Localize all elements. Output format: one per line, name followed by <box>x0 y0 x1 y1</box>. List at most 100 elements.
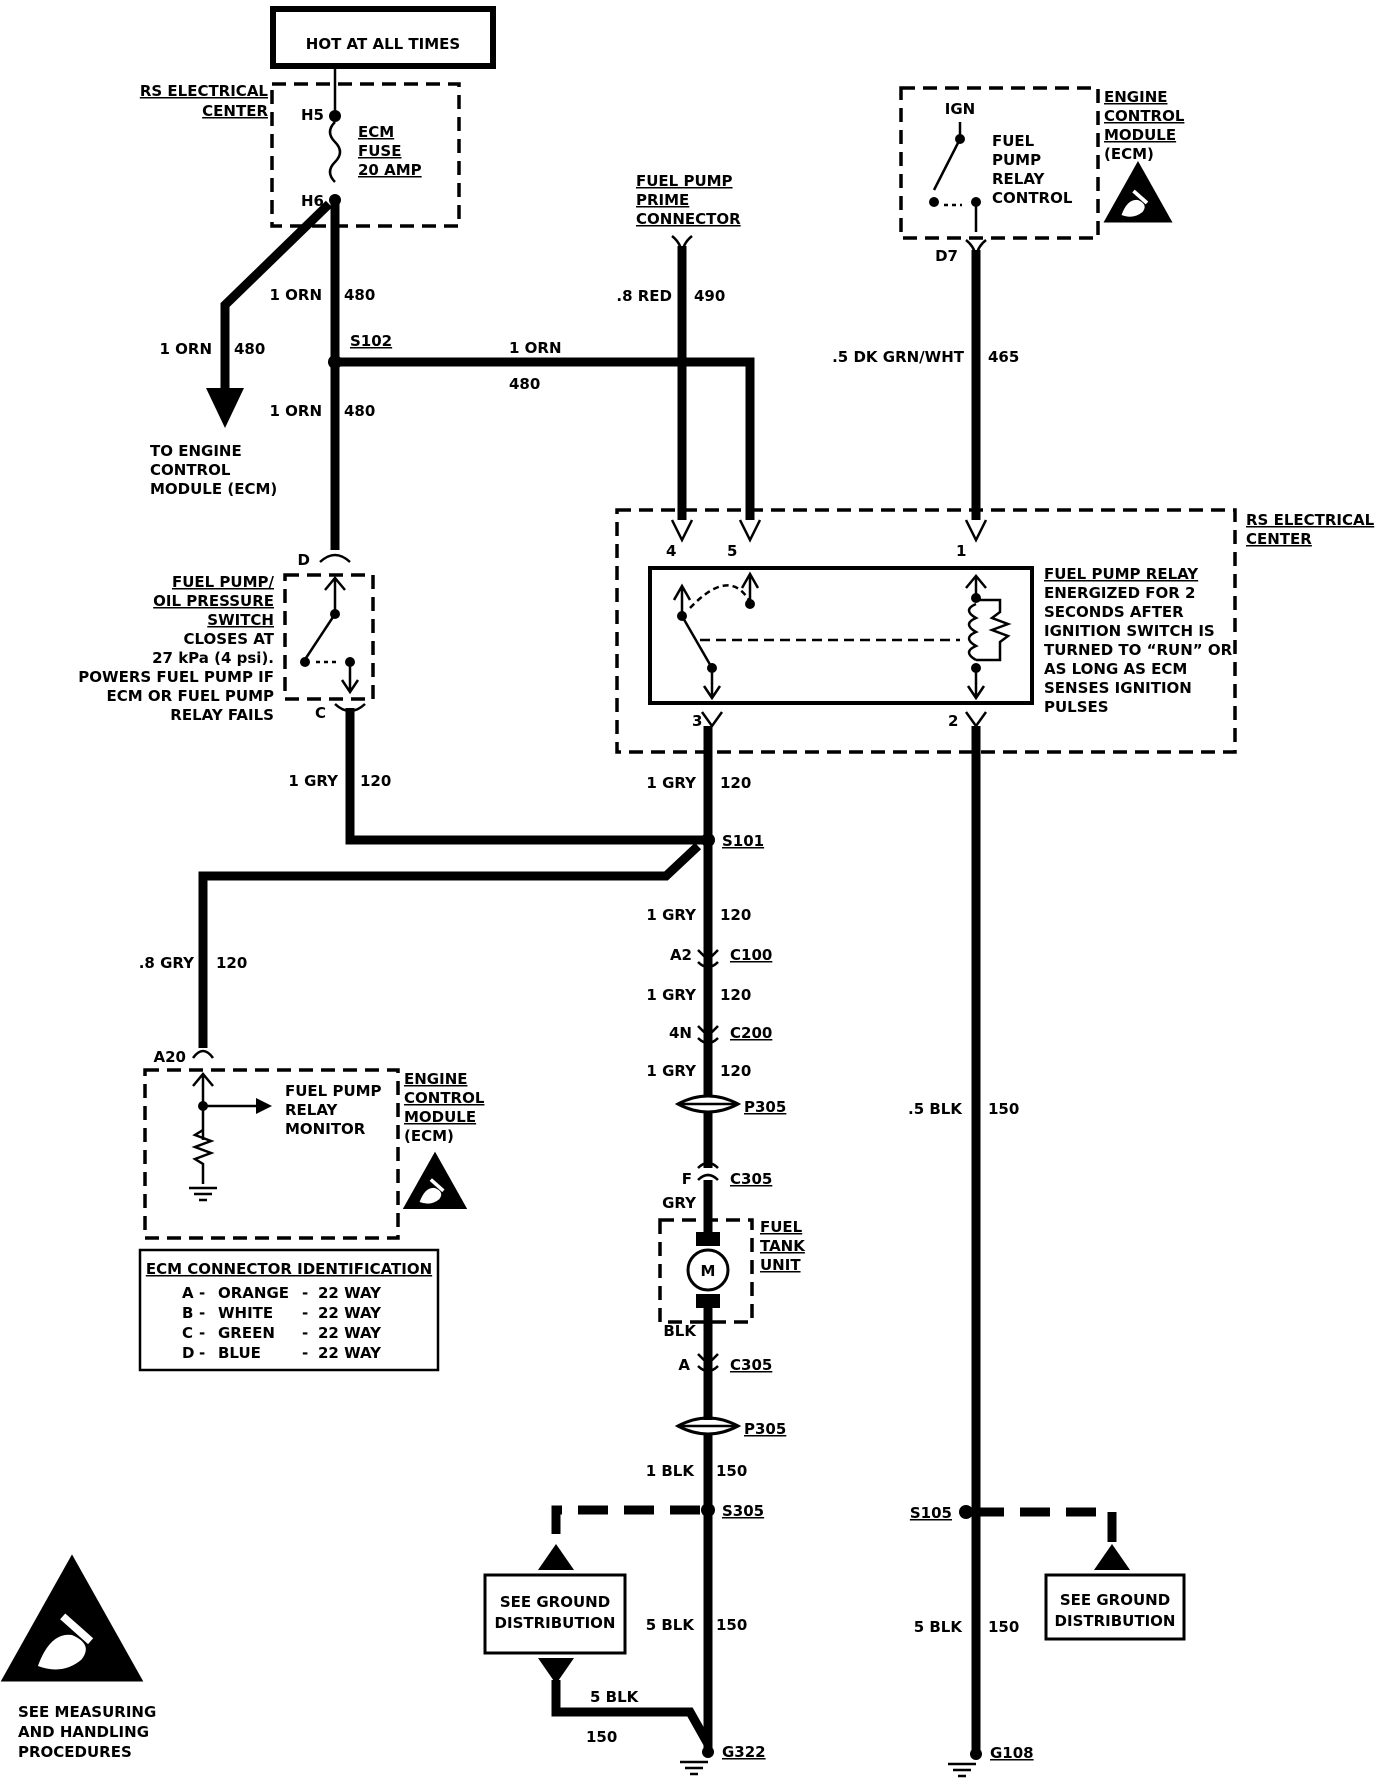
relay-d8: PULSES <box>1044 698 1109 716</box>
w480b-gauge: 1 ORN <box>159 340 212 358</box>
w120a-circuit: 120 <box>360 772 391 790</box>
see-ground-left-l2: DISTRIBUTION <box>495 1614 616 1632</box>
row-b-size: 22 WAY <box>318 1304 382 1322</box>
monitor-l2: RELAY <box>285 1101 339 1119</box>
w490-circuit: 490 <box>694 287 725 305</box>
see-ground-left-l1: SEE GROUND <box>500 1593 610 1611</box>
relay-d5: TURNED TO “RUN” OR <box>1044 641 1233 659</box>
tank-unit-box <box>658 1218 754 1324</box>
fuse-l1: ECM <box>358 123 394 141</box>
tank-l3: UNIT <box>760 1256 801 1274</box>
hot-box <box>270 6 496 69</box>
ecm-top-t4: (ECM) <box>1104 145 1154 163</box>
w480a-circuit: 480 <box>344 286 375 304</box>
relay-pin-1: 1 <box>956 542 966 560</box>
w150c-gauge: 5 BLK <box>590 1688 640 1706</box>
fuse-l2: FUSE <box>358 142 401 160</box>
relay-d7: SENSES IGNITION <box>1044 679 1192 697</box>
fuse-l3: 20 AMP <box>358 161 422 179</box>
tank-l2: TANK <box>760 1237 806 1255</box>
svg-text:-: - <box>302 1344 308 1362</box>
ecm-top-c4: CONTROL <box>992 189 1073 207</box>
rs-center-top-box <box>270 82 461 228</box>
row-c-size: 22 WAY <box>318 1324 382 1342</box>
monitor-t1: ENGINE <box>404 1070 468 1088</box>
w120d-circuit: 120 <box>216 954 247 972</box>
rs-center-mid-box <box>615 508 1237 754</box>
relay-d6: AS LONG AS ECM <box>1044 660 1187 678</box>
tank-l1: FUEL <box>760 1218 803 1236</box>
monitor-t3: MODULE <box>404 1108 476 1126</box>
wire-150-left-ground <box>551 1680 712 1747</box>
esd-warning-icon <box>1 1554 144 1681</box>
ecm-top-ign: IGN <box>945 100 975 118</box>
wire-blk: BLK <box>663 1322 697 1340</box>
splice-s105: S105 <box>910 1504 952 1522</box>
ground-link-right <box>974 1507 1117 1552</box>
row-d-size: 22 WAY <box>318 1344 382 1362</box>
to-ecm-l3: MODULE (ECM) <box>150 480 277 498</box>
rs-center-top-l2: CENTER <box>202 102 268 120</box>
svg-text:-: - <box>199 1284 205 1302</box>
rs-center-mid-l2: CENTER <box>1246 530 1312 548</box>
monitor-l3: MONITOR <box>285 1120 366 1138</box>
ecm-top-c3: RELAY <box>992 170 1046 188</box>
monitor-t4: (ECM) <box>404 1127 454 1145</box>
see-ground-right-l1: SEE GROUND <box>1060 1591 1170 1609</box>
oil-switch-box <box>283 573 375 701</box>
connector-table <box>138 1248 440 1372</box>
w120c-circuit: 120 <box>720 906 751 924</box>
w465-circuit: 465 <box>988 348 1019 366</box>
wire-120-switch <box>345 708 708 845</box>
w150c-circuit: 150 <box>586 1728 617 1746</box>
ecm-top-c2: PUMP <box>992 151 1041 169</box>
w480a-gauge: 1 ORN <box>269 286 322 304</box>
ground-g322: G322 <box>722 1743 766 1761</box>
ecm-top-t1: ENGINE <box>1104 88 1168 106</box>
w150d-circuit: 150 <box>988 1100 1019 1118</box>
ecm-top-box <box>899 86 1100 240</box>
oil-pin-d: D <box>298 551 310 569</box>
svg-text:-: - <box>302 1284 308 1302</box>
arrow-icon <box>206 388 244 428</box>
c305b-name: C305 <box>730 1356 772 1374</box>
w120f-gauge: 1 GRY <box>646 1062 697 1080</box>
row-d-letter: D <box>182 1344 194 1362</box>
monitor-pin-a20: A20 <box>154 1048 186 1066</box>
c200-name: C200 <box>730 1024 772 1042</box>
connector-table-title: ECM CONNECTOR IDENTIFICATION <box>146 1260 432 1278</box>
w120e-circuit: 120 <box>720 986 751 1004</box>
svg-text:-: - <box>199 1324 205 1342</box>
see-ground-left-box <box>483 1573 627 1655</box>
relay-pin-3: 3 <box>692 712 702 730</box>
measuring-l1: SEE MEASURING <box>18 1703 156 1721</box>
row-d-color: BLUE <box>218 1344 261 1362</box>
wire-480-relay <box>335 357 755 520</box>
ecm-top-t3: MODULE <box>1104 126 1176 144</box>
p305b: P305 <box>744 1420 786 1438</box>
row-b-color: WHITE <box>218 1304 273 1322</box>
ground-symbol-icon <box>678 1760 710 1776</box>
wire-120-monitor <box>198 842 702 1048</box>
relay-pin-2: 2 <box>948 712 958 730</box>
relay-box <box>648 566 1034 705</box>
oil-d3: POWERS FUEL PUMP IF <box>78 668 274 686</box>
see-ground-right-l2: DISTRIBUTION <box>1055 1612 1176 1630</box>
ecm-monitor-box <box>143 1068 400 1240</box>
relay-d3: SECONDS AFTER <box>1044 603 1184 621</box>
w480b-circuit: 480 <box>234 340 265 358</box>
c200-pin: 4N <box>669 1024 692 1042</box>
w150e-gauge: 5 BLK <box>914 1618 964 1636</box>
motor-label: M <box>701 1262 716 1280</box>
w120b-gauge: 1 GRY <box>646 774 697 792</box>
esd-warning-icon <box>1101 159 1175 225</box>
relay-pin-5: 5 <box>727 542 737 560</box>
row-c-color: GREEN <box>218 1324 275 1342</box>
measuring-l3: PROCEDURES <box>18 1743 132 1761</box>
ecm-top-t2: CONTROL <box>1104 107 1185 125</box>
relay-d2: ENERGIZED FOR 2 <box>1044 584 1196 602</box>
w150a-gauge: 1 BLK <box>646 1462 696 1480</box>
c100-pin: A2 <box>670 946 692 964</box>
ground-g108: G108 <box>990 1744 1034 1762</box>
